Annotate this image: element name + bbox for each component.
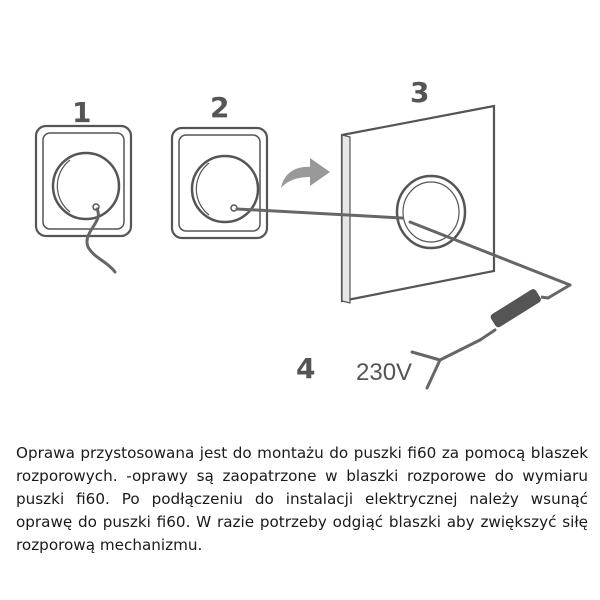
installation-diagram: 1 2 3 4 230V bbox=[34, 76, 572, 390]
curved-arrow-icon bbox=[281, 158, 330, 188]
step-number-2: 2 bbox=[210, 91, 229, 124]
supply-wire-a bbox=[410, 338, 482, 362]
step-1-wire bbox=[85, 207, 117, 274]
supply-wire-b bbox=[425, 358, 442, 390]
step-3-plate bbox=[340, 104, 496, 304]
cable-connector-icon bbox=[478, 289, 549, 342]
step-2-wallbox bbox=[170, 126, 269, 240]
step-1-wallbox bbox=[34, 124, 133, 274]
step-number-3: 3 bbox=[410, 76, 429, 109]
step-number-1: 1 bbox=[72, 96, 91, 129]
description-text: Oprawa przystosowana jest do montażu do … bbox=[16, 444, 588, 554]
step-number-4: 4 bbox=[296, 352, 315, 385]
cable-from-plate bbox=[408, 220, 572, 287]
wire-to-plate bbox=[235, 207, 404, 220]
voltage-label: 230V bbox=[356, 359, 412, 386]
